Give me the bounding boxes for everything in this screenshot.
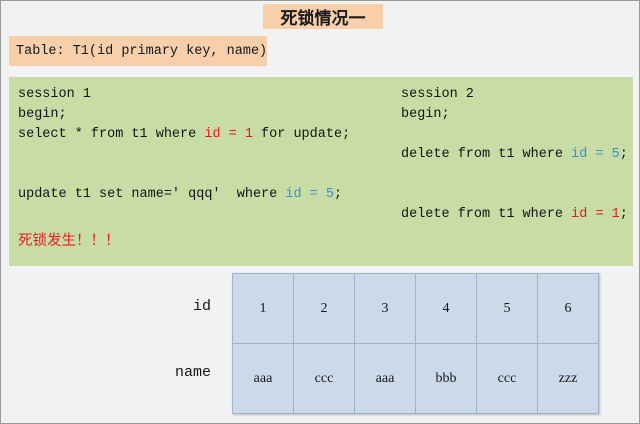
table-cell: bbb [415, 343, 477, 414]
code-text: ; [333, 187, 343, 202]
page-title: 死锁情况一 [280, 9, 366, 29]
code-text: ; [619, 147, 628, 162]
code-text: ; [619, 207, 628, 222]
code-text: session 2 [401, 87, 474, 102]
table-cell: aaa [354, 343, 416, 414]
code-highlight: id = 1 [204, 127, 253, 142]
table-cell: aaa [232, 343, 294, 414]
table-cell: 2 [293, 273, 355, 344]
code-text: begin; [401, 107, 450, 122]
code-text: for update; [252, 127, 351, 142]
row-label-name: name [174, 364, 211, 381]
code-line: begin; [18, 105, 398, 125]
table-cell: 1 [232, 273, 294, 344]
code-text: delete from t1 where [401, 147, 572, 162]
table-cell: ccc [476, 343, 538, 414]
table-cell: ccc [293, 343, 355, 414]
row-label-id: id [192, 298, 211, 315]
code-line [18, 145, 398, 165]
code-line [401, 185, 631, 205]
slide-title-box: 死锁情况一 [263, 4, 383, 29]
table-cell: zzz [537, 343, 599, 414]
code-text: delete from t1 where [401, 207, 572, 222]
code-line: update t1 set name=' qqq' where id = 5; [18, 185, 398, 205]
code-highlight: id = 5 [285, 187, 334, 202]
code-text: select * from t1 where [18, 127, 205, 142]
code-line: session 1 [18, 85, 398, 105]
code-line [18, 165, 398, 185]
code-highlight: id = 1 [571, 207, 620, 222]
code-line: select * from t1 where id = 1 for update… [18, 125, 398, 145]
code-text: begin; [18, 107, 67, 122]
table-cell: 5 [476, 273, 538, 344]
code-line: delete from t1 where id = 5; [401, 145, 631, 165]
code-line: delete from t1 where id = 1; [401, 205, 631, 225]
table-schema-box: Table: T1(id primary key, name) [9, 36, 267, 66]
deadlock-notice: 死锁发生！！！ [18, 233, 120, 249]
table-schema-text: Table: T1(id primary key, name) [16, 43, 268, 59]
code-line [401, 165, 631, 185]
code-line: begin; [401, 105, 631, 125]
session-1-column: session 1 begin; select * from t1 where id… [18, 85, 398, 205]
code-highlight: id = 5 [571, 147, 620, 162]
table-cell: 6 [537, 273, 599, 344]
code-line: session 2 [401, 85, 631, 105]
code-text: session 1 [18, 87, 91, 102]
code-line [401, 125, 631, 145]
code-text: update t1 set name=' qqq' where [18, 187, 286, 202]
table-cell: 4 [415, 273, 477, 344]
session-2-column: session 2 begin; delete from t1 where id … [401, 85, 631, 225]
table-cell: 3 [354, 273, 416, 344]
